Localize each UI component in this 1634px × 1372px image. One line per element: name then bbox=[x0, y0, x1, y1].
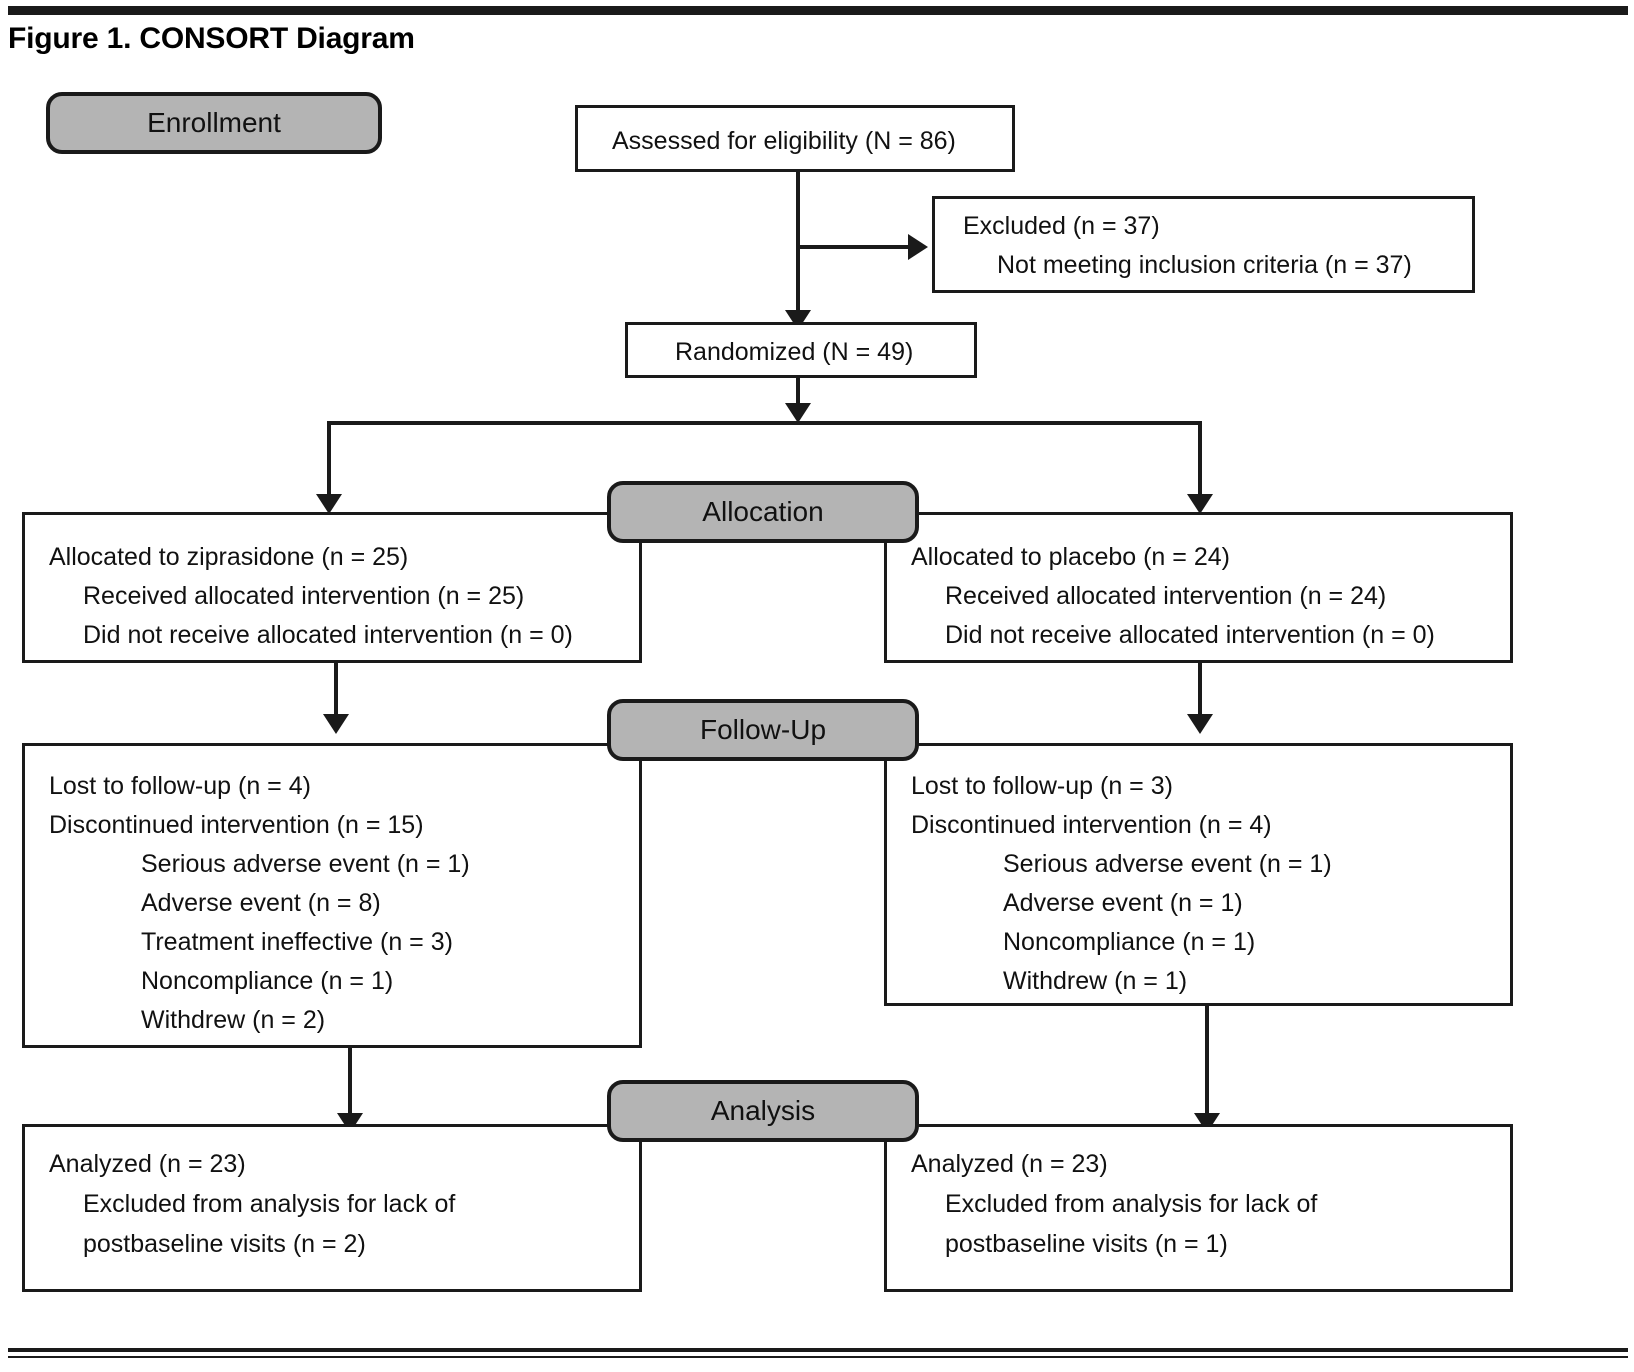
node-allocated-left-line-1: Received allocated intervention (n = 25) bbox=[83, 582, 525, 610]
node-analysis-ziprasidone: Analyzed (n = 23) Excluded from analysis… bbox=[22, 1124, 642, 1292]
node-allocated-left-line-2: Did not receive allocated intervention (… bbox=[83, 621, 573, 649]
top-rule bbox=[8, 6, 1628, 15]
connector-followup-left-to-analysis bbox=[348, 1048, 352, 1126]
node-followup-left-line-3: Adverse event (n = 8) bbox=[141, 889, 381, 917]
node-followup-right-line-5: Withdrew (n = 1) bbox=[1003, 967, 1188, 995]
stage-pill-enrollment-label: Enrollment bbox=[147, 107, 281, 138]
stage-pill-allocation-label: Allocation bbox=[702, 496, 824, 527]
node-analysis-right-line-1: Excluded from analysis for lack of bbox=[945, 1190, 1318, 1218]
node-followup-left-line-1: Discontinued intervention (n = 15) bbox=[49, 811, 424, 839]
connector-to-excluded bbox=[796, 245, 911, 249]
connector-split-bus bbox=[327, 421, 1202, 425]
node-assessed-for-eligibility: Assessed for eligibility (N = 86) bbox=[575, 105, 1015, 172]
node-randomized: Randomized (N = 49) bbox=[625, 322, 977, 378]
arrowhead-followup-left bbox=[323, 714, 349, 734]
connector-randomized-down bbox=[796, 378, 800, 414]
arrowhead-allocation-right bbox=[1187, 494, 1213, 514]
node-analysis-left-line-2: postbaseline visits (n = 2) bbox=[83, 1230, 366, 1258]
stage-pill-followup: Follow-Up bbox=[607, 699, 919, 761]
connector-alloc-right-to-followup bbox=[1198, 663, 1202, 725]
node-followup-right-line-2: Serious adverse event (n = 1) bbox=[1003, 850, 1332, 878]
figure-title: Figure 1. CONSORT Diagram bbox=[8, 22, 415, 55]
node-analysis-placebo: Analyzed (n = 23) Excluded from analysis… bbox=[884, 1124, 1513, 1292]
arrowhead-followup-right bbox=[1187, 714, 1213, 734]
bottom-rule-outer bbox=[8, 1348, 1628, 1352]
node-followup-left-line-5: Noncompliance (n = 1) bbox=[141, 967, 394, 995]
node-followup-right-line-1: Discontinued intervention (n = 4) bbox=[911, 811, 1272, 839]
node-allocated-right-line-0: Allocated to placebo (n = 24) bbox=[911, 543, 1230, 571]
node-allocated-placebo: Allocated to placebo (n = 24) Received a… bbox=[884, 512, 1513, 663]
node-followup-left-line-0: Lost to follow-up (n = 4) bbox=[49, 772, 311, 800]
node-analysis-left-line-1: Excluded from analysis for lack of bbox=[83, 1190, 456, 1218]
stage-pill-allocation: Allocation bbox=[607, 481, 919, 543]
node-allocated-right-line-2: Did not receive allocated intervention (… bbox=[945, 621, 1435, 649]
arrowhead-randomized-split bbox=[785, 403, 811, 423]
node-allocated-left-line-0: Allocated to ziprasidone (n = 25) bbox=[49, 543, 409, 571]
node-followup-right-line-3: Adverse event (n = 1) bbox=[1003, 889, 1243, 917]
node-excluded-line-1: Not meeting inclusion criteria (n = 37) bbox=[997, 251, 1412, 279]
node-followup-right-line-4: Noncompliance (n = 1) bbox=[1003, 928, 1256, 956]
node-allocated-ziprasidone: Allocated to ziprasidone (n = 25) Receiv… bbox=[22, 512, 642, 663]
connector-split-left-down bbox=[327, 421, 331, 507]
stage-pill-analysis: Analysis bbox=[607, 1080, 919, 1142]
node-followup-right-line-0: Lost to follow-up (n = 3) bbox=[911, 772, 1173, 800]
node-excluded: Excluded (n = 37) Not meeting inclusion … bbox=[932, 196, 1475, 293]
node-analysis-right-line-0: Analyzed (n = 23) bbox=[911, 1150, 1108, 1178]
arrowhead-to-excluded bbox=[908, 234, 928, 260]
arrowhead-allocation-left bbox=[316, 494, 342, 514]
connector-alloc-left-to-followup bbox=[334, 663, 338, 725]
node-allocated-right-line-1: Received allocated intervention (n = 24) bbox=[945, 582, 1387, 610]
node-analysis-left-line-0: Analyzed (n = 23) bbox=[49, 1150, 246, 1178]
stage-pill-followup-label: Follow-Up bbox=[699, 714, 827, 745]
node-randomized-line-0: Randomized (N = 49) bbox=[675, 338, 914, 366]
node-followup-left-line-2: Serious adverse event (n = 1) bbox=[141, 850, 470, 878]
stage-pill-enrollment: Enrollment bbox=[46, 92, 382, 154]
node-followup-placebo: Lost to follow-up (n = 3) Discontinued i… bbox=[884, 743, 1513, 1006]
node-followup-left-line-4: Treatment ineffective (n = 3) bbox=[141, 928, 453, 956]
node-analysis-right-line-2: postbaseline visits (n = 1) bbox=[945, 1230, 1228, 1258]
node-followup-ziprasidone: Lost to follow-up (n = 4) Discontinued i… bbox=[22, 743, 642, 1048]
connector-followup-right-to-analysis bbox=[1205, 1006, 1209, 1126]
node-followup-left-line-6: Withdrew (n = 2) bbox=[141, 1006, 326, 1034]
stage-pill-analysis-label: Analysis bbox=[710, 1095, 816, 1126]
node-assessed-line-0: Assessed for eligibility (N = 86) bbox=[612, 127, 956, 155]
connector-split-right-down bbox=[1198, 421, 1202, 507]
node-excluded-line-0: Excluded (n = 37) bbox=[963, 212, 1160, 240]
bottom-rule-inner bbox=[8, 1356, 1628, 1358]
